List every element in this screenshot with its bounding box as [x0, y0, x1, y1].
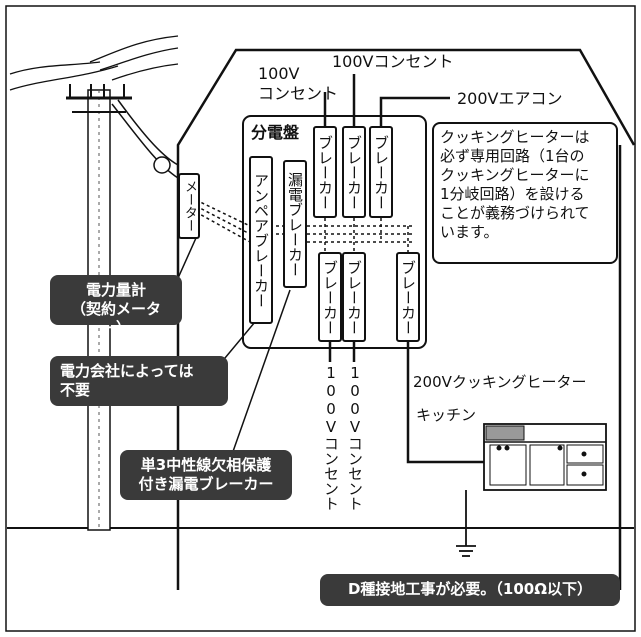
outlet-100v-label-b: 100Vコンセント — [332, 52, 454, 71]
ampere-breaker-label: アンペアブレーカー — [252, 172, 270, 308]
breaker-label: ブレーカー — [345, 259, 363, 335]
power-meter-callout-line1: 電力量計 — [85, 281, 146, 299]
cooking-heater-note: クッキングヒーターは 必ず専用回路（1台の クッキングヒーターに 1分岐回路）を… — [432, 122, 618, 264]
power-meter-callout: 電力量計 （契約メーター） — [50, 275, 182, 337]
branch-breaker-top-3: ブレーカー — [369, 126, 393, 218]
outlet-100v-vertical-1: 100Vコンセント — [322, 364, 340, 511]
grounding-callout-text: D種接地工事が必要。（100Ω以下） — [347, 580, 592, 598]
note-line-1: クッキングヒーターは — [440, 128, 590, 146]
outer-frame — [5, 5, 636, 632]
cooking-heater-label: 200Vクッキングヒーター — [413, 373, 587, 391]
meter-label: メーター — [182, 180, 197, 232]
outlet-100v-vertical-2: 100Vコンセント — [346, 364, 364, 511]
meter-box: メーター — [178, 173, 200, 239]
branch-breaker-top-2: ブレーカー — [342, 126, 366, 218]
power-company-callout: 電力会社によっては 不要 — [50, 356, 228, 406]
note-line-4: 1分岐回路）を設ける — [440, 185, 585, 203]
distribution-board-label: 分電盤 — [251, 123, 300, 142]
branch-breaker-bottom-3: ブレーカー — [396, 252, 420, 342]
ground-symbol — [456, 545, 476, 557]
leakage-breaker-label: 漏電ブレーカー — [286, 171, 304, 277]
branch-breaker-bottom-1: ブレーカー — [318, 252, 342, 342]
breaker-label: ブレーカー — [399, 259, 417, 335]
branch-breaker-top-1: ブレーカー — [313, 126, 337, 218]
branch-breaker-bottom-2: ブレーカー — [342, 252, 366, 342]
note-line-5: ことが義務づけられて — [440, 204, 590, 222]
breaker-label: ブレーカー — [316, 134, 334, 210]
breaker-label: ブレーカー — [345, 134, 363, 210]
leakage-breaker-type-callout: 単3中性線欠相保護 付き漏電ブレーカー — [120, 450, 292, 500]
breaker-label: ブレーカー — [372, 134, 390, 210]
power-meter-callout-line2: （契約メーター） — [70, 300, 161, 337]
leakage-breaker-type-line2: 付き漏電ブレーカー — [138, 475, 274, 493]
power-company-callout-line2: 不要 — [60, 381, 91, 399]
note-line-3: クッキングヒーターに — [440, 166, 590, 184]
ampere-breaker: アンペアブレーカー — [249, 156, 273, 324]
aircon-200v-label: 200Vエアコン — [457, 89, 563, 108]
note-line-6: います。 — [440, 223, 499, 241]
note-line-2: 必ず専用回路（1台の — [440, 147, 585, 165]
outlet-100v-label-a-line2: コンセント — [258, 84, 339, 103]
leakage-breaker-type-line1: 単3中性線欠相保護 — [140, 456, 272, 474]
breaker-label: ブレーカー — [321, 259, 339, 335]
grounding-callout: D種接地工事が必要。（100Ω以下） — [320, 574, 620, 606]
outlet-100v-label-a-line1: 100V — [258, 64, 300, 83]
kitchen-counter — [483, 423, 607, 491]
internal-bus — [195, 199, 412, 252]
kitchen-label: キッチン — [416, 406, 477, 424]
power-company-callout-line1: 電力会社によっては — [60, 362, 194, 380]
leakage-breaker: 漏電ブレーカー — [283, 160, 307, 288]
